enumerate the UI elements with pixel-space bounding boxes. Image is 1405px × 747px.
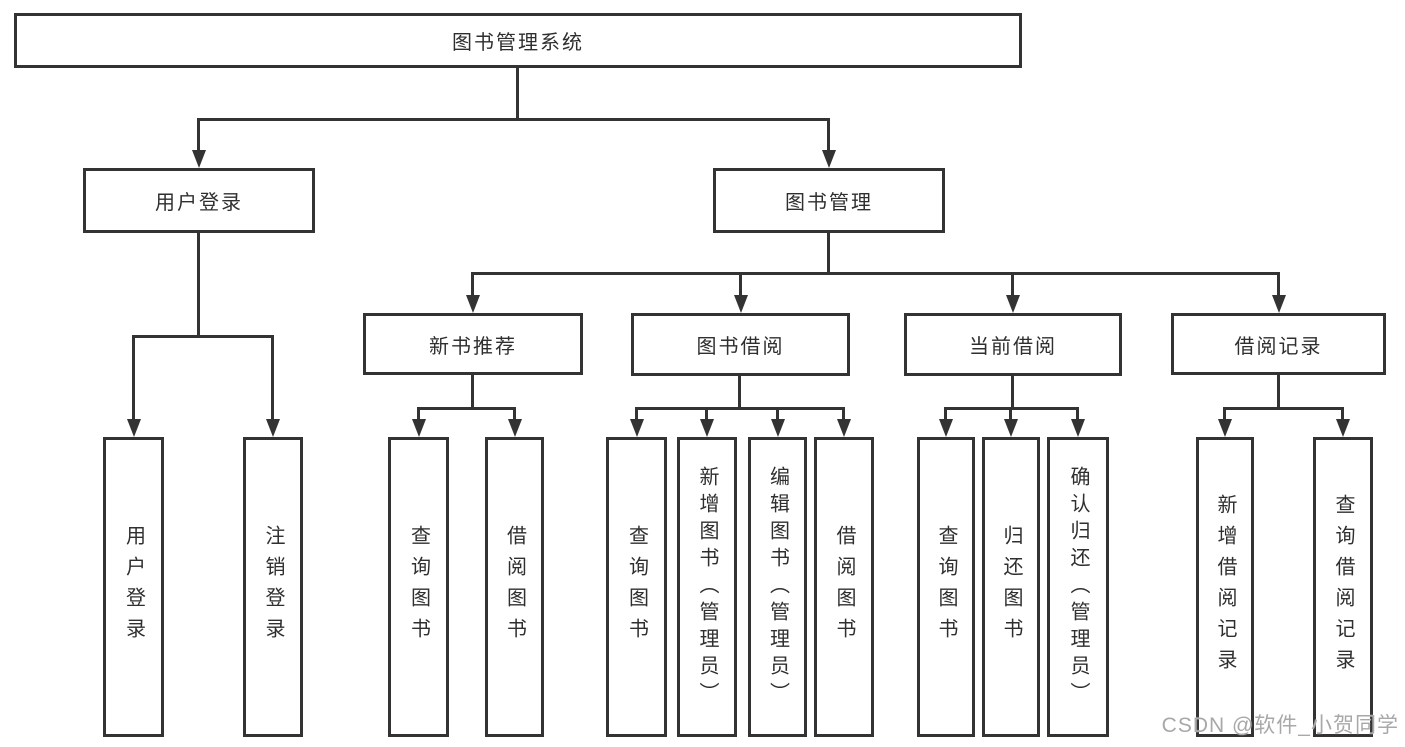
node-borrow-records: 借阅记录 — [1171, 313, 1386, 375]
connector-line — [1223, 407, 1226, 422]
node-label: 当前借阅 — [969, 336, 1057, 358]
node-library-management-system: 图书管理系统 — [14, 13, 1022, 68]
node-current-borrow: 当前借阅 — [904, 313, 1122, 376]
connector-line — [132, 335, 274, 338]
connector-line — [705, 407, 708, 422]
leaf-label: 新增图书（管理员） — [696, 465, 718, 709]
leaf-current-confirm-return-admin: 确认归还（管理员） — [1047, 437, 1109, 737]
leaf-label: 新增借阅记录 — [1214, 494, 1236, 680]
node-new-book-recommend: 新书推荐 — [363, 313, 583, 375]
node-label: 借阅记录 — [1234, 335, 1323, 358]
leaf-label: 用户登录 — [122, 525, 145, 649]
arrow-down — [630, 419, 644, 437]
arrow-down — [1071, 419, 1085, 437]
leaf-user-login: 用户登录 — [103, 437, 164, 737]
node-label: 图书管理系统 — [452, 32, 584, 54]
arrow-down — [939, 419, 953, 437]
connector-line — [417, 407, 516, 410]
node-book-management: 图书管理 — [713, 168, 945, 233]
arrow-down — [508, 419, 522, 437]
leaf-borrow-edit-book-admin: 编辑图书（管理员） — [748, 437, 807, 737]
leaf-label: 查询图书 — [625, 525, 648, 649]
connector-line — [516, 68, 519, 119]
arrow-down — [192, 150, 206, 168]
node-label: 图书管理 — [785, 192, 873, 214]
connector-line — [1277, 375, 1280, 410]
node-label: 图书借阅 — [696, 336, 785, 358]
connector-line — [944, 407, 947, 422]
arrow-down — [700, 419, 714, 437]
arrow-down — [412, 419, 426, 437]
leaf-records-add-record: 新增借阅记录 — [1196, 437, 1254, 737]
connector-line — [1009, 407, 1012, 422]
leaf-label: 查询借阅记录 — [1332, 494, 1354, 680]
connector-line — [1011, 376, 1014, 410]
arrow-down — [1272, 295, 1286, 313]
node-book-borrow: 图书借阅 — [631, 313, 850, 376]
leaf-label: 查询图书 — [407, 525, 430, 649]
connector-line — [197, 233, 200, 338]
connector-line — [738, 376, 741, 410]
leaf-newbook-query-book: 查询图书 — [388, 437, 449, 737]
connector-line — [271, 335, 274, 421]
leaf-borrow-borrow-book: 借阅图书 — [814, 437, 874, 737]
leaf-label: 借阅图书 — [503, 525, 526, 649]
leaf-current-return-book: 归还图书 — [982, 437, 1040, 737]
leaf-label: 借阅图书 — [833, 525, 855, 649]
connector-line — [1223, 407, 1344, 410]
node-label: 用户登录 — [155, 192, 243, 214]
leaf-records-query-record: 查询借阅记录 — [1313, 437, 1373, 737]
arrow-down — [1218, 419, 1232, 437]
arrow-down — [466, 295, 480, 313]
arrow-down — [1004, 419, 1018, 437]
arrow-down — [127, 419, 141, 437]
connector-line — [513, 407, 516, 422]
connector-line — [1076, 407, 1079, 422]
leaf-label: 注销登录 — [262, 525, 284, 649]
leaf-label: 查询图书 — [935, 525, 957, 649]
connector-line — [471, 272, 474, 298]
connector-line — [827, 233, 830, 275]
leaf-borrow-query-book: 查询图书 — [606, 437, 667, 737]
connector-line — [827, 118, 830, 152]
connector-line — [132, 335, 135, 421]
connector-line — [197, 118, 830, 121]
arrow-down — [837, 419, 851, 437]
connector-line — [197, 118, 200, 152]
connector-line — [635, 407, 845, 410]
node-label: 新书推荐 — [429, 335, 517, 358]
connector-line — [1341, 407, 1344, 422]
connector-line — [739, 272, 742, 298]
arrow-down — [734, 295, 748, 313]
connector-line — [417, 407, 420, 422]
leaf-borrow-add-book-admin: 新增图书（管理员） — [677, 437, 737, 737]
arrow-down — [1006, 295, 1020, 313]
connector-line — [635, 407, 638, 422]
arrow-down — [771, 419, 785, 437]
leaf-current-query-book: 查询图书 — [917, 437, 975, 737]
connector-line — [1277, 272, 1280, 298]
arrow-down — [1336, 419, 1350, 437]
csdn-watermark: CSDN @软件_小贺同学 — [1161, 714, 1399, 737]
connector-line — [471, 272, 1280, 275]
connector-line — [776, 407, 779, 422]
leaf-label: 归还图书 — [1000, 525, 1022, 649]
node-user-login: 用户登录 — [83, 168, 315, 233]
leaf-logout: 注销登录 — [243, 437, 303, 737]
arrow-down — [822, 150, 836, 168]
leaf-label: 编辑图书（管理员） — [766, 465, 789, 709]
leaf-newbook-borrow-book: 借阅图书 — [485, 437, 544, 737]
arrow-down — [266, 419, 280, 437]
connector-line — [842, 407, 845, 422]
connector-line — [1011, 272, 1014, 298]
connector-line — [471, 375, 474, 410]
leaf-label: 确认归还（管理员） — [1067, 465, 1089, 709]
